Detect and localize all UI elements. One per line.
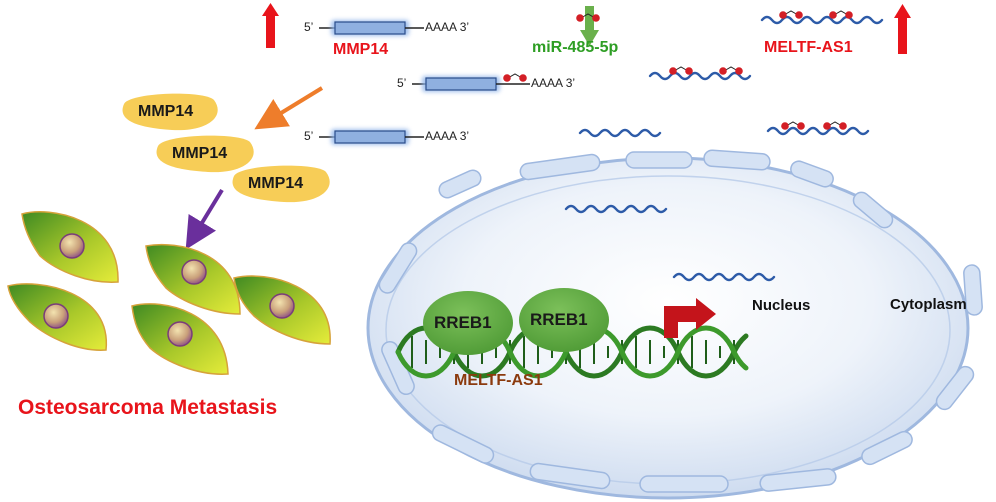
- mrna-construct-2: [412, 73, 530, 92]
- cell-5: [131, 303, 229, 375]
- lncrna-strand-top: [760, 15, 884, 25]
- mrna3-polya: AAAA 3’: [425, 129, 470, 143]
- mmp14-blob-1-label: MMP14: [138, 103, 194, 120]
- mmp14-blob-3-label: MMP14: [248, 175, 304, 192]
- down-arrow-mir-icon: [580, 6, 599, 46]
- cell-1: [21, 211, 119, 283]
- mmp14-blob-2: [156, 135, 254, 173]
- mirna-beads: [669, 10, 853, 130]
- osteosarcoma-cells: [7, 211, 331, 375]
- lncrna-strand-cyto-1: [578, 128, 662, 138]
- mrna-construct-3: [319, 129, 424, 145]
- rreb1-protein-2: [519, 288, 609, 352]
- transcription-start-arrow-icon: [664, 298, 716, 338]
- rreb1-protein-1: [423, 291, 513, 355]
- mrna-construct-1: [319, 20, 424, 36]
- up-arrow-mmp14-icon: [262, 3, 279, 48]
- mrna2-polya: AAAA 3’: [531, 76, 576, 90]
- mrna3-five-prime: 5’: [304, 129, 314, 143]
- mmp14-upregulated-label: MMP14: [333, 41, 389, 58]
- lncrna-strand-nuc-2: [672, 272, 776, 282]
- mir-485-label: miR-485-5p: [532, 39, 619, 56]
- osteosarcoma-metastasis-label: Osteosarcoma Metastasis: [18, 396, 278, 419]
- lncrna-strand-bound: [648, 71, 752, 81]
- cell-3: [145, 243, 241, 315]
- mirna-free-icon: [576, 13, 600, 22]
- cell-4: [233, 275, 331, 345]
- cytoplasm-label: Cytoplasm: [890, 296, 967, 313]
- cell-2: [7, 283, 107, 351]
- translation-arrow-icon: [254, 86, 324, 130]
- mrna2-five-prime: 5’: [397, 76, 407, 90]
- up-arrow-meltf-icon: [894, 4, 911, 54]
- mmp14-blob-1: [122, 93, 218, 131]
- mirna-bound-icon: [503, 73, 527, 82]
- nuclear-envelope: [378, 149, 983, 493]
- meltf-upregulated-label: MELTF-AS1: [764, 39, 853, 56]
- lncrna-strand-nuc-1: [564, 204, 668, 214]
- metastasis-arrow-icon: [185, 188, 224, 250]
- rreb1-label-1: RREB1: [434, 313, 492, 332]
- nucleus-label: Nucleus: [752, 297, 811, 314]
- mmp14-blob-2-label: MMP14: [172, 145, 228, 162]
- lncrna-strand-cyto-2: [766, 126, 870, 136]
- mrna1-polya: AAAA 3’: [425, 20, 470, 34]
- meltf-gene-label: MELTF-AS1: [454, 372, 543, 389]
- mmp14-blob-3: [232, 165, 330, 203]
- rreb1-label-2: RREB1: [530, 310, 588, 329]
- mrna1-five-prime: 5’: [304, 20, 314, 34]
